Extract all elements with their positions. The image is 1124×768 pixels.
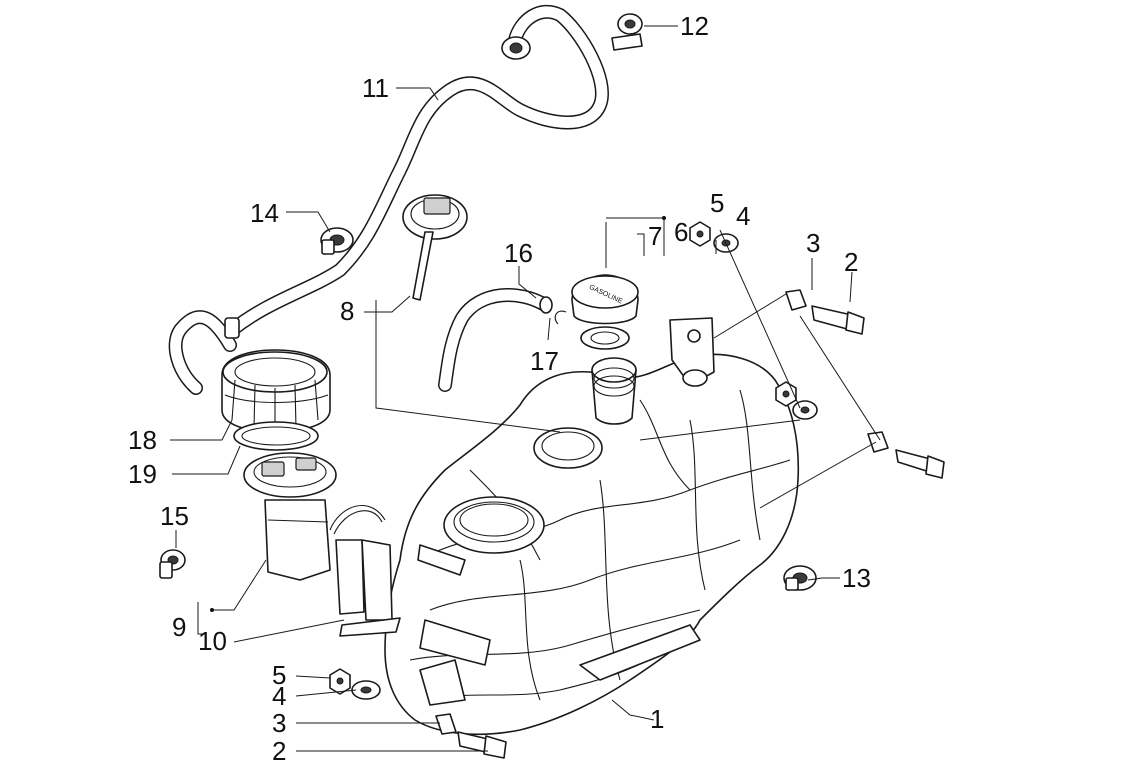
label-4-lower: 4: [272, 681, 286, 711]
leader-lines: [170, 25, 881, 752]
fuel-cap: GASOLINE: [571, 274, 639, 350]
fuel-level-sender: [402, 194, 468, 301]
label-5-lower: 5: [272, 660, 286, 690]
label-2-lower: 2: [272, 736, 286, 766]
label-9: 9: [172, 612, 186, 642]
hardware-lower: [329, 668, 507, 759]
fuel-hose-16: [438, 288, 553, 392]
label-18: 18: [128, 425, 157, 455]
cap-gasket: [580, 326, 630, 350]
dot-6: [662, 216, 666, 220]
label-15: 15: [160, 501, 189, 531]
label-16: 16: [504, 238, 533, 268]
pump-ring-nut: [221, 349, 331, 451]
spacer-3b: [867, 431, 889, 453]
fuel-pump: [243, 452, 401, 637]
label-5-upper: 5: [710, 188, 724, 218]
label-14: 14: [250, 198, 279, 228]
label-4-upper: 4: [736, 201, 750, 231]
label-13: 13: [842, 563, 871, 593]
label-8: 8: [340, 296, 354, 326]
label-3-upper: 3: [806, 228, 820, 258]
breather-hose: [168, 4, 609, 395]
hose-clip-17: [554, 310, 567, 325]
label-17: 17: [530, 346, 559, 376]
label-3-lower: 3: [272, 708, 286, 738]
label-7: 7: [648, 221, 662, 251]
pump-gasket: [233, 421, 319, 451]
label-11: 11: [362, 73, 389, 103]
label-19: 19: [128, 459, 157, 489]
fuel-tank: [384, 317, 800, 736]
hose-clamp-13: [783, 565, 817, 591]
label-10: 10: [198, 626, 227, 656]
label-12: 12: [680, 11, 709, 41]
hose-clamp-15: [159, 549, 186, 579]
hose-clamp-14: [320, 227, 354, 255]
hardware-upper: [689, 221, 945, 479]
spacer-3-lower: [435, 713, 457, 735]
label-1: 1: [650, 704, 664, 734]
label-2-upper: 2: [844, 247, 858, 277]
label-6: 6: [674, 217, 688, 247]
spacer-3: [785, 289, 807, 311]
callout-labels: 1 2 3 4 5 6 7 8 9 10 11 12 13 14 15 16 1…: [128, 11, 871, 766]
dot-9: [210, 608, 214, 612]
hose-clamp-12: [611, 13, 643, 51]
